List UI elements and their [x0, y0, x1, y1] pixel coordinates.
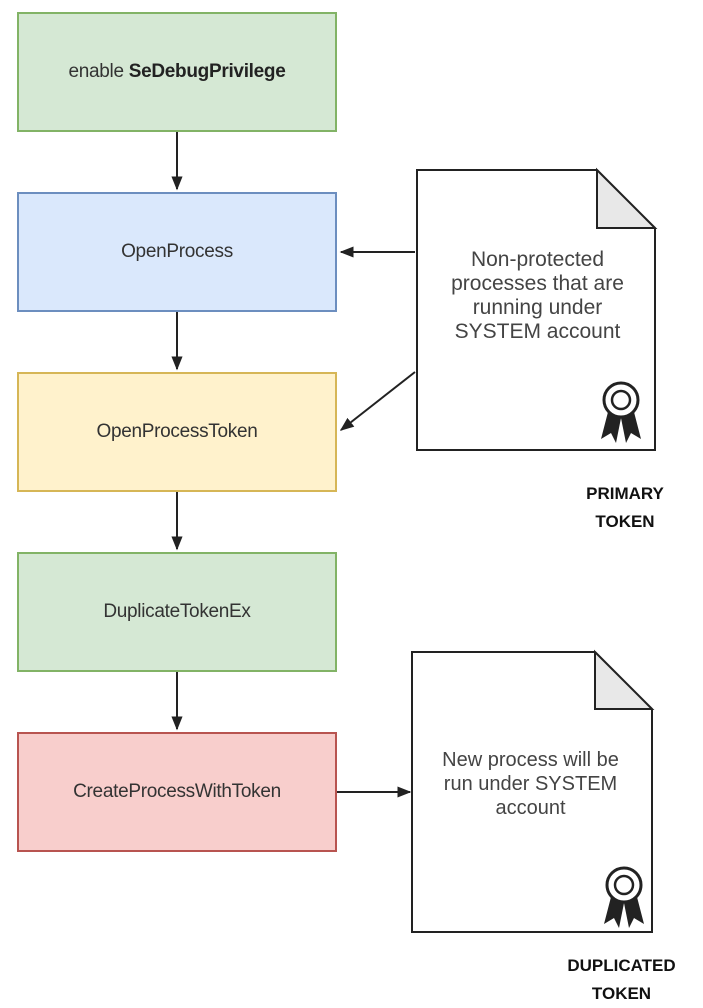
award-ribbon-icon [604, 866, 644, 928]
note-line: SYSTEM account [454, 320, 621, 343]
document-primary-token [416, 167, 658, 451]
note-duplicated-token-text: New process will be run under SYSTEM acc… [418, 748, 643, 820]
step-createprocesswithtoken: CreateProcessWithToken [17, 732, 337, 852]
step-label: OpenProcessToken [96, 421, 258, 442]
note-line: New process will be [442, 749, 619, 771]
step-duplicatetokenex: DuplicateTokenEx [17, 552, 337, 672]
arrow-note1-to-openprocesstoken [339, 371, 416, 431]
step-openprocesstoken: OpenProcessToken [17, 372, 337, 492]
award-ribbon-icon [601, 381, 641, 443]
caption-line: TOKEN [591, 984, 652, 1003]
step-prefix: enable [68, 61, 129, 82]
step-openprocess: OpenProcess [17, 192, 337, 312]
note-line: processes that are [451, 272, 624, 295]
step-label: OpenProcess [121, 241, 233, 262]
step-label: CreateProcessWithToken [73, 781, 281, 802]
caption-primary-token: PRIMARY TOKEN [550, 480, 700, 536]
caption-duplicated-token: DUPLICATED TOKEN [540, 952, 703, 1008]
note-primary-token-text: Non-protected processes that are running… [425, 248, 650, 344]
note-line: account [495, 797, 566, 819]
note-line: running under [472, 296, 603, 319]
step-bold-label: SeDebugPrivilege [128, 61, 286, 82]
note-line: Non-protected [470, 248, 605, 271]
document-duplicated-token [411, 649, 655, 933]
caption-line: PRIMARY [586, 484, 664, 503]
caption-line: DUPLICATED [567, 956, 676, 975]
note-line: run under SYSTEM [443, 773, 618, 795]
step-label: DuplicateTokenEx [103, 601, 251, 622]
caption-line: TOKEN [595, 512, 655, 531]
step-enable-sedebugprivilege: enable SeDebugPrivilege [17, 12, 337, 132]
